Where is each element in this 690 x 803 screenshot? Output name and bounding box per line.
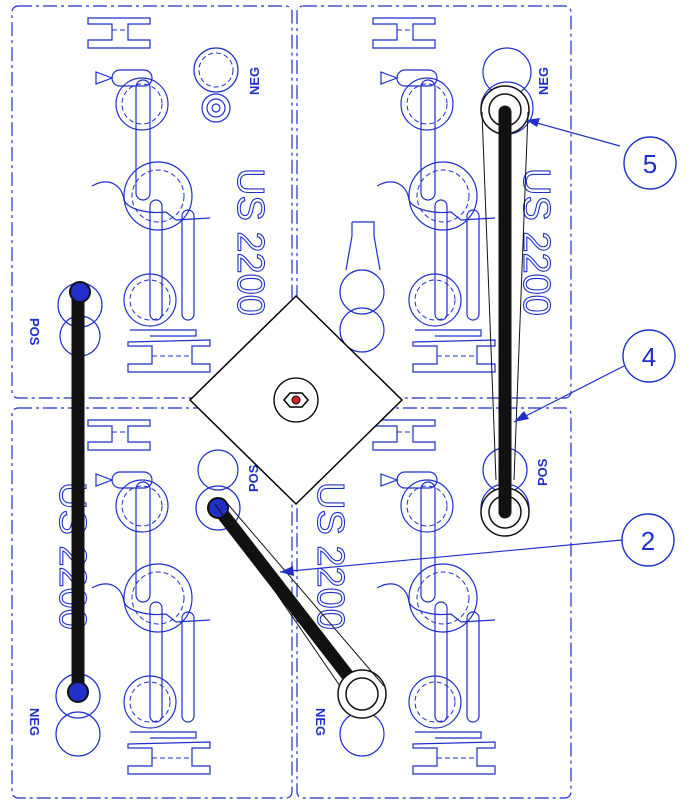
callout-5: 5 <box>525 118 677 190</box>
callout-number: 4 <box>642 342 656 372</box>
cable-top-right-neg-to-bottom-right-pos <box>480 85 530 537</box>
neg-label: NEG <box>536 67 551 95</box>
cable-bottom-left-pos-to-bottom-right-neg <box>207 497 387 719</box>
battery-model-label: US 2200 <box>229 168 271 316</box>
battery-model-label: US 2200 <box>309 482 351 630</box>
neg-label: NEG <box>27 708 42 736</box>
terminal-pos-top-right <box>339 221 385 353</box>
callout-number: 2 <box>641 526 655 556</box>
terminal-neg-top-left <box>193 47 239 123</box>
pos-label: POS <box>246 464 261 492</box>
terminal-pos-bottom-left <box>195 449 241 531</box>
neg-label: NEG <box>247 67 262 95</box>
callout-2: 2 <box>279 513 675 576</box>
hex-nut-icon <box>283 392 309 408</box>
battery-bottom-left: POS US 2200 NEG <box>11 407 293 799</box>
pos-label: POS <box>27 318 42 346</box>
callout-4: 4 <box>513 329 676 423</box>
battery-bottom-right: POS US 2200 NEG <box>296 407 572 799</box>
callout-number: 5 <box>643 149 657 179</box>
neg-label: NEG <box>313 708 328 736</box>
battery-top-left: NEG POS US 2200 <box>11 5 293 399</box>
cable-top-left-pos-to-bottom-left-neg <box>67 281 91 703</box>
pos-label: POS <box>535 458 550 486</box>
center-plate <box>188 294 404 506</box>
